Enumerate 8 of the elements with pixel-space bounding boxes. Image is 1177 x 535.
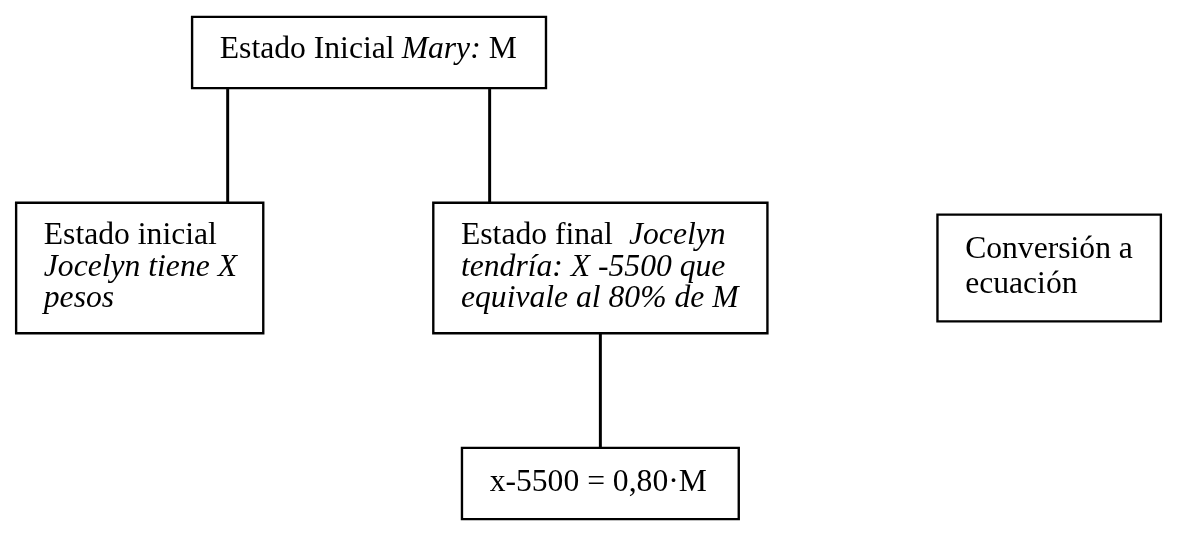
node-box: x-5500 = 0,80·M [460, 446, 740, 520]
connector [598, 333, 602, 447]
connector [488, 88, 492, 202]
connector [226, 88, 230, 202]
node-box: Estado inicial Jocelyn tiene X pesos [14, 201, 265, 334]
node-box: Estado Inicial Mary: M [190, 15, 548, 89]
node-box: Estado final Jocelyn tendría: X -5500 que equivale al 80% de M [432, 201, 769, 334]
node-box: Conversión a ecuación [936, 212, 1163, 323]
